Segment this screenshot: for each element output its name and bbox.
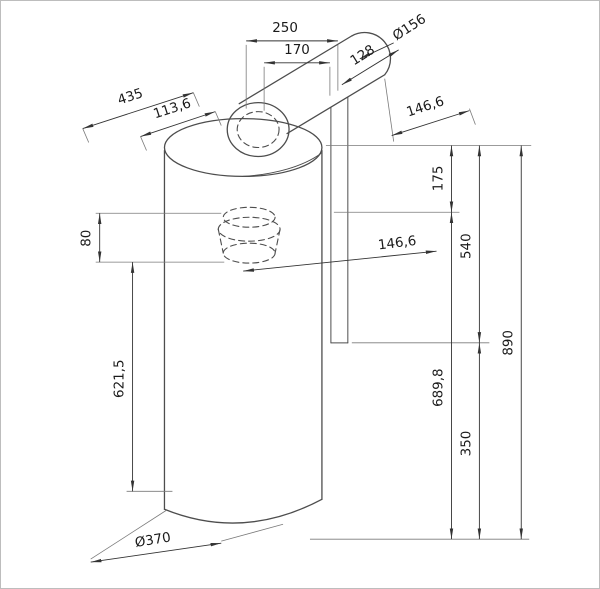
strap-upper-edge — [238, 35, 353, 105]
dim-label-146-top: 146,6 — [405, 94, 446, 120]
dim-line-113 — [140, 111, 216, 137]
tick-113-right — [214, 111, 222, 126]
dimensions: 250 170 Ø156 128 435 113,6 146,6 — [80, 12, 523, 563]
dim-label-350: 350 — [459, 431, 474, 457]
dim-line-128 — [341, 49, 399, 86]
dim-side-outlet-offset: 146,6 — [243, 234, 437, 272]
dim-total-height: 890 — [501, 145, 523, 540]
dim-width-top: 250 — [246, 21, 338, 43]
rear-bracket — [330, 97, 349, 344]
dim-label-146-mid: 146,6 — [377, 234, 417, 254]
dim-body-height: 621,5 — [113, 262, 135, 492]
side-outlet-left-wall — [217, 228, 224, 254]
dim-line-146-mid — [243, 250, 437, 272]
dim-label-175: 175 — [432, 166, 447, 192]
tick-435-right — [192, 92, 200, 107]
top-duct-collar — [226, 102, 290, 158]
dim-label-540: 540 — [459, 233, 474, 259]
tick-146-top-right — [469, 108, 476, 125]
collar-inner-hidden — [236, 111, 280, 149]
dim-lower-height: 350 — [459, 342, 482, 540]
strap-lower-edge — [286, 74, 386, 135]
tick-435-left — [82, 128, 90, 143]
tick-113-left — [140, 136, 147, 151]
hood-bottom-arc — [163, 498, 323, 524]
dim-spigot-height: 175 — [432, 145, 454, 213]
hood-rim-back-line — [242, 152, 322, 177]
dim-mid-height: 689,8 — [432, 212, 454, 540]
collar-outer — [226, 102, 290, 158]
dim-label-113: 113,6 — [152, 96, 193, 122]
side-outlet-base-ring — [222, 242, 276, 264]
side-outlet-right-wall — [274, 228, 281, 254]
dim-base-diameter: Ø370 — [90, 530, 222, 563]
dim-line-146-top — [391, 110, 470, 136]
dim-label-370: Ø370 — [134, 530, 172, 550]
dim-label-435: 435 — [116, 86, 145, 108]
dim-label-250: 250 — [272, 21, 298, 36]
dim-width-inner: 170 — [264, 43, 330, 65]
dim-label-689: 689,8 — [432, 368, 447, 406]
hood-body — [163, 117, 323, 524]
ext-146-top-left — [384, 78, 395, 142]
dim-line-370 — [90, 542, 222, 563]
side-outlet — [217, 206, 281, 264]
dim-side-outlet-height: 80 — [80, 213, 102, 263]
ext-base-dia-right — [221, 523, 284, 542]
dim-label-156: Ø156 — [390, 12, 429, 44]
dim-label-170: 170 — [284, 43, 310, 58]
dim-line-435 — [82, 92, 194, 129]
side-outlet-collar — [217, 216, 281, 242]
dim-depth-offset: 113,6 — [140, 96, 216, 137]
dim-label-80: 80 — [80, 230, 95, 247]
dim-top-right-offset: 146,6 — [391, 94, 470, 136]
side-outlet-top-ring — [222, 206, 276, 228]
dim-upper-height: 540 — [459, 145, 482, 343]
dim-label-890: 890 — [501, 330, 516, 356]
dim-label-621: 621,5 — [113, 359, 128, 397]
